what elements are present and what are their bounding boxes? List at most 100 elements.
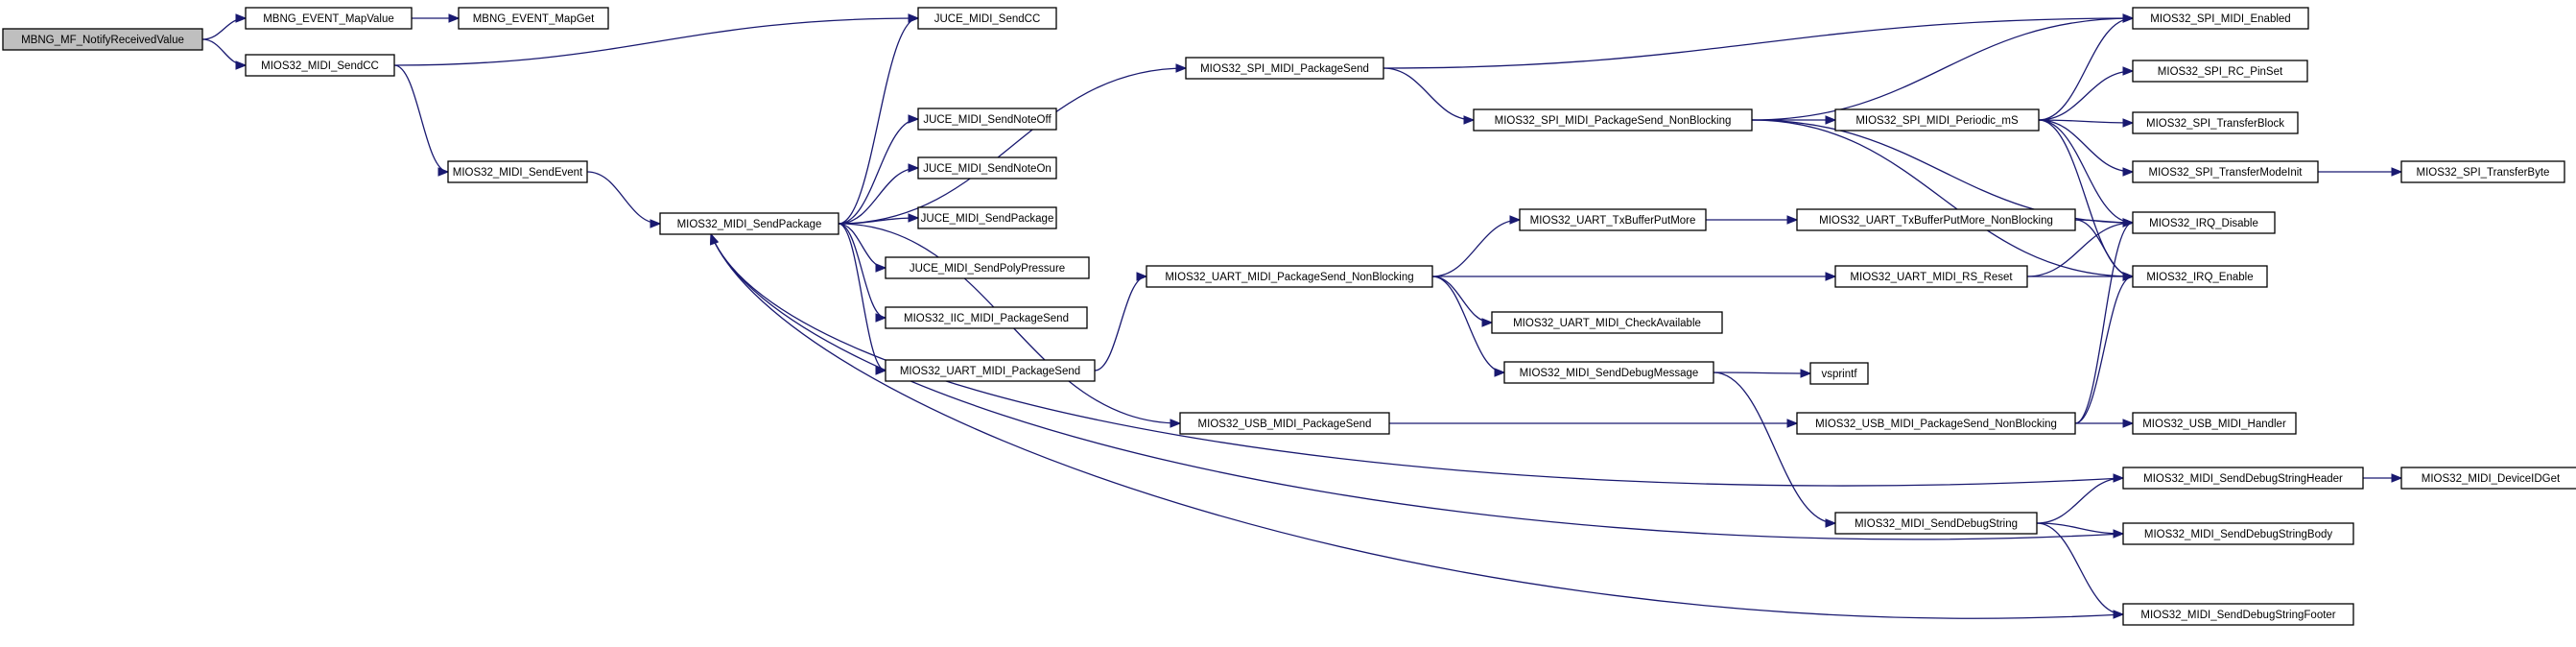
node-box [245,54,395,77]
node-mios32-uart-txbufferputmore[interactable]: MIOS32_UART_TxBufferPutMore [1519,208,1707,231]
node-label: MIOS32_MIDI_SendDebugString [1855,518,2018,530]
edge-arrow [1094,272,1148,371]
node-mios32-uart-txbufferputmore-nonblocking[interactable]: MIOS32_UART_TxBufferPutMore_NonBlocking [1796,208,2076,231]
arrow-head [1509,215,1522,225]
node-juce-midi-sendpolypressure[interactable]: JUCE_MIDI_SendPolyPressure [885,256,1090,279]
node-label: MIOS32_MIDI_SendDebugStringBody [2144,529,2332,540]
node-label: MIOS32_SPI_TransferBlock [2146,118,2284,130]
edge-arrow [2038,119,2135,177]
node-juce-midi-sendpackage[interactable]: JUCE_MIDI_SendPackage [917,206,1057,229]
arrow-head [1825,518,1837,528]
node-label: MIOS32_USB_MIDI_PackageSend [1198,419,1372,430]
node-label: MIOS32_MIDI_SendEvent [453,167,583,179]
node-mios32-irq-enable[interactable]: MIOS32_IRQ_Enable [2132,265,2268,288]
node-mios32-uart-midi-packagesend-nonblocking[interactable]: MIOS32_UART_MIDI_PackageSend_NonBlocking [1146,265,1433,288]
edge-arrow [1705,215,1799,225]
arrow-head [2122,118,2135,128]
node-box [1796,208,2076,231]
edge-line [201,38,247,66]
edge-arrow [586,171,662,228]
edge-arrow [1431,276,1506,377]
node-mios32-spi-midi-packagesend-nonblocking[interactable]: MIOS32_SPI_MIDI_PackageSend_NonBlocking [1473,108,1753,132]
edge-arrow [1431,276,1494,327]
node-box [659,212,839,235]
node-box [917,206,1057,229]
arrow-head [908,213,920,223]
node-mios32-uart-midi-checkavailable[interactable]: MIOS32_UART_MIDI_CheckAvailable [1491,311,1723,334]
edge-arrow [2074,272,2135,424]
node-mios32-midi-senddebugstringheader[interactable]: MIOS32_MIDI_SendDebugStringHeader [2122,467,2364,490]
arrow-head [2122,272,2135,281]
node-label: MIOS32_UART_MIDI_PackageSend [900,366,1080,377]
arrow-head [2391,473,2403,483]
node-label: MIOS32_MIDI_DeviceIDGet [2422,473,2561,485]
arrow-head [1170,419,1182,428]
edge-arrow [838,63,1188,225]
node-mios32-irq-disable[interactable]: MIOS32_IRQ_Disable [2132,211,2276,234]
node-box [2132,7,2309,30]
arrow-head [1786,215,1799,225]
node-label: MIOS32_MIDI_SendCC [261,60,379,72]
node-box [1146,265,1433,288]
arrow-head [235,60,248,70]
node-mios32-midi-sendcc[interactable]: MIOS32_MIDI_SendCC [245,54,395,77]
node-mbng-event-mapget[interactable]: MBNG_EVENT_MapGet [458,7,609,30]
edge-arrow [838,13,920,225]
node-mios32-uart-midi-packagesend[interactable]: MIOS32_UART_MIDI_PackageSend [885,359,1096,382]
node-mbng-event-mapvalue[interactable]: MBNG_EVENT_MapValue [245,7,413,30]
node-mios32-midi-sendevent[interactable]: MIOS32_MIDI_SendEvent [447,160,588,183]
edge-line [2036,522,2124,615]
node-label: vsprintf [1821,369,1857,380]
edge-line [2038,119,2134,173]
node-label: JUCE_MIDI_SendNoteOn [923,163,1052,175]
edge-line [393,64,449,173]
edge-line [1383,17,2134,69]
arrow-head [2122,167,2135,177]
node-mios32-usb-midi-packagesend[interactable]: MIOS32_USB_MIDI_PackageSend [1179,412,1390,435]
node-label: MIOS32_USB_MIDI_Handler [2142,419,2286,430]
node-label: MIOS32_SPI_RC_PinSet [2158,66,2283,78]
node-mios32-spi-midi-packagesend[interactable]: MIOS32_SPI_MIDI_PackageSend [1185,57,1384,80]
node-box [1834,512,2038,535]
edge-arrow [2038,13,2135,121]
edge-line [201,17,247,40]
edge-line [1751,119,2134,224]
node-mios32-midi-senddebugmessage[interactable]: MIOS32_MIDI_SendDebugMessage [1503,361,1714,384]
node-mios32-usb-midi-packagesend-nonblocking[interactable]: MIOS32_USB_MIDI_PackageSend_NonBlocking [1796,412,2076,435]
node-box [1185,57,1384,80]
node-mios32-midi-sendpackage[interactable]: MIOS32_MIDI_SendPackage [659,212,839,235]
node-mios32-spi-transferblock[interactable]: MIOS32_SPI_TransferBlock [2132,111,2299,134]
arrow-head [2122,13,2135,23]
node-mios32-midi-senddebugstringbody[interactable]: MIOS32_MIDI_SendDebugStringBody [2122,522,2354,545]
edge-arrow [2038,118,2135,128]
node-juce-midi-sendnoteoff[interactable]: JUCE_MIDI_SendNoteOff [917,108,1057,131]
node-mios32-midi-senddebugstringfooter[interactable]: MIOS32_MIDI_SendDebugStringFooter [2122,603,2354,626]
node-juce-midi-sendnoteon[interactable]: JUCE_MIDI_SendNoteOn [917,156,1057,180]
edge-arrow [710,232,2124,619]
node-mios32-usb-midi-handler[interactable]: MIOS32_USB_MIDI_Handler [2132,412,2297,435]
node-label: MIOS32_MIDI_SendDebugMessage [1520,368,1699,379]
edge-line [838,67,1187,225]
edge-line [838,17,919,225]
node-mios32-spi-rc-pinset[interactable]: MIOS32_SPI_RC_PinSet [2132,60,2308,83]
node-mios32-spi-transferbyte[interactable]: MIOS32_SPI_TransferByte [2400,160,2565,183]
node-box [2122,522,2354,545]
node-mios32-spi-midi-periodic-ms[interactable]: MIOS32_SPI_MIDI_Periodic_mS [1834,108,2040,132]
edge-arrow [1713,369,1812,378]
edge-line [1751,119,2134,277]
edge-line [838,167,919,225]
edge-line [2038,17,2134,121]
node-mios32-midi-deviceidget[interactable]: MIOS32_MIDI_DeviceIDGet [2400,467,2576,490]
node-label: MIOS32_MIDI_SendDebugStringHeader [2143,473,2343,485]
node-mios32-spi-transfermodeinit[interactable]: MIOS32_SPI_TransferModeInit [2132,160,2319,183]
arrow-head [1825,272,1837,281]
node-vsprintf[interactable]: vsprintf [1809,362,1869,385]
node-mios32-iic-midi-packagesend[interactable]: MIOS32_IIC_MIDI_PackageSend [885,306,1088,329]
node-mios32-spi-midi-enabled[interactable]: MIOS32_SPI_MIDI_Enabled [2132,7,2309,30]
node-mios32-uart-midi-rs-reset[interactable]: MIOS32_UART_MIDI_RS_Reset [1834,265,2028,288]
edge-line [2074,276,2134,424]
node-mios32-midi-senddebugstring[interactable]: MIOS32_MIDI_SendDebugString [1834,512,2038,535]
node-juce-midi-sendcc[interactable]: JUCE_MIDI_SendCC [917,7,1057,30]
arrow-head [710,232,720,246]
node-mbng-mf-notifyreceivedvalue[interactable]: MBNG_MF_NotifyReceivedValue [2,28,203,51]
